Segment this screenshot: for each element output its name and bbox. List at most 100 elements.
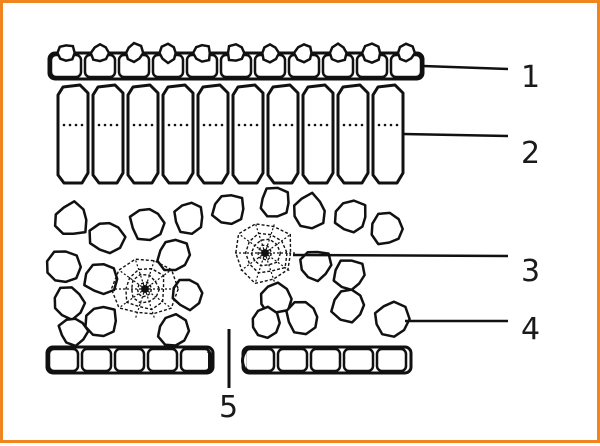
label-5: 5 (219, 390, 239, 425)
bundle-spoke (144, 260, 155, 290)
chloroplast-dot (255, 123, 259, 127)
bundle-spoke (264, 234, 290, 254)
chloroplast-dot (249, 123, 253, 127)
bundle-spoke (144, 288, 155, 318)
palisade-cell (266, 83, 300, 185)
lower-epidermal-cell (179, 347, 212, 373)
chloroplast-dot (395, 123, 399, 127)
palisade-cell (196, 83, 230, 185)
palisade-cell (336, 83, 370, 185)
chloroplast-dot (144, 123, 148, 127)
bundle-spoke (255, 224, 266, 254)
palisade-cell (126, 83, 160, 185)
epidermal-bump (158, 42, 178, 65)
bundle-spoke (120, 270, 146, 290)
spongy-cell (370, 211, 404, 246)
lower-epidermal-cell (375, 347, 408, 373)
xylem-ring (257, 244, 272, 261)
chloroplast-dot (284, 123, 288, 127)
vascular-bundles (110, 223, 295, 318)
chloroplast-dot (167, 123, 171, 127)
bundle-spoke (120, 288, 146, 308)
epidermal-bump (261, 42, 281, 64)
chloroplast-dot (348, 123, 352, 127)
spongy-cell (285, 300, 319, 336)
palisade-cell (161, 83, 195, 185)
chloroplast-dot (80, 123, 84, 127)
xylem-ring (125, 267, 165, 311)
chloroplast-dot (109, 123, 113, 127)
epidermal-bump (124, 41, 145, 64)
bundle-spoke (240, 252, 266, 272)
chloroplast-dot (185, 123, 189, 127)
vascular-bundle (110, 258, 179, 318)
chloroplast-dot (173, 123, 177, 127)
chloroplast-dot (272, 123, 276, 127)
xylem-ring (136, 281, 153, 298)
bundle-core (261, 249, 269, 257)
spongy-cell (83, 262, 119, 296)
spongy-cell (251, 305, 281, 340)
guard-cell-right (241, 350, 248, 372)
leaf-cross-section (45, 41, 509, 388)
chloroplast-dot (74, 123, 78, 127)
lower-epidermis (45, 345, 413, 375)
palisade-cell (371, 83, 405, 185)
bundle-spoke (264, 252, 290, 272)
bundle-spoke (144, 270, 170, 290)
spongy-cell (57, 317, 90, 348)
chloroplast-dot (319, 123, 323, 127)
epidermal-bump (292, 43, 313, 64)
spongy-cell (373, 300, 411, 338)
spongy-cell (88, 221, 127, 255)
palisade-cell (91, 83, 125, 185)
chloroplast-dot (220, 123, 224, 127)
bundle-spoke (135, 260, 146, 290)
lower-epidermal-cell (243, 347, 276, 373)
lower-epidermal-cell (309, 347, 342, 373)
chloroplast-dot (377, 123, 381, 127)
spongy-cell (330, 288, 366, 324)
spongy-cell (156, 238, 192, 272)
lower-epidermal-cell (342, 347, 375, 373)
leader-lines (227, 64, 509, 388)
vascular-bundle (235, 223, 295, 285)
spongy-cell (84, 305, 118, 338)
lower-epidermal-cell (276, 347, 309, 373)
chloroplast-dot (202, 123, 206, 127)
chloroplast-dot (278, 123, 282, 127)
bundle-spoke (264, 224, 275, 254)
bundle-core (141, 285, 149, 293)
palisade-cell (301, 83, 335, 185)
epidermal-bump (191, 43, 212, 63)
bundle-spoke (144, 288, 170, 308)
upper-epidermis (47, 41, 425, 81)
spongy-cell (259, 186, 290, 218)
palisade-cell (56, 83, 90, 185)
label-1: 1 (521, 60, 541, 95)
spongy-cell (156, 312, 191, 347)
epidermal-bump (89, 42, 111, 63)
spongy-cell (45, 250, 83, 284)
chloroplast-dot (115, 123, 119, 127)
bundle-spoke (264, 252, 275, 282)
spongy-cell (259, 281, 293, 314)
epidermal-bump (56, 44, 77, 62)
spongy-cell (299, 250, 333, 283)
leader-line (292, 253, 509, 258)
lower-epidermal-cell (113, 347, 146, 373)
spongy-cell (333, 199, 367, 234)
chloroplast-dot (325, 123, 329, 127)
bundle-spoke (255, 252, 266, 282)
chloroplast-dot (360, 123, 364, 127)
epidermal-bump (328, 42, 348, 63)
epidermal-bump (226, 42, 246, 62)
chloroplast-dot (342, 123, 346, 127)
label-4: 4 (521, 312, 541, 347)
chloroplast-dot (290, 123, 294, 127)
chloroplast-dot (150, 123, 154, 127)
leader-line (422, 64, 509, 71)
spongy-cell (173, 201, 204, 236)
chloroplast-dot (313, 123, 317, 127)
